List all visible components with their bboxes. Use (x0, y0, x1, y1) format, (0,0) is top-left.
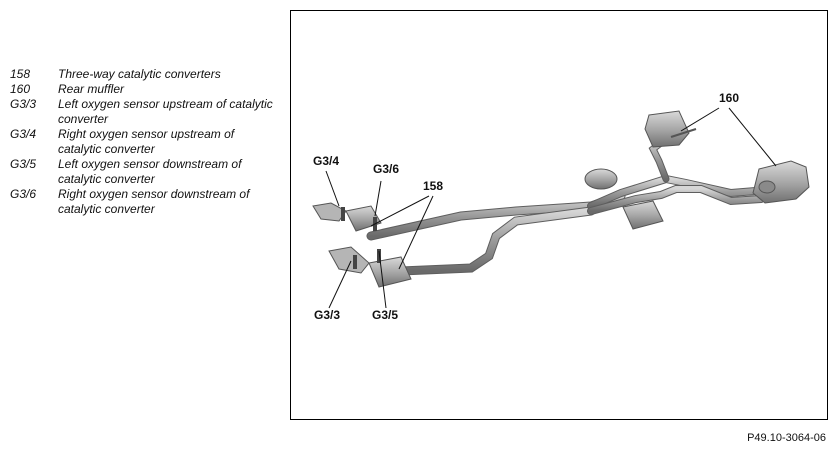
leader-lines (325, 107, 777, 309)
exhaust-system-drawing: G3/4 G3/6 158 160 G3/3 G3/5 (312, 91, 810, 322)
legend-item-160: 160 Rear muffler (10, 82, 280, 97)
legend-item-g3-4: G3/4 Right oxygen sensor upstream of cat… (10, 127, 280, 157)
oxygen-sensor-g3-5 (377, 249, 381, 263)
oxygen-sensor-g3-4 (341, 207, 345, 221)
legend-code: 158 (10, 67, 31, 81)
legend-item-g3-3: G3/3 Left oxygen sensor upstream of cata… (10, 97, 280, 127)
lower-exhaust-pipe (396, 206, 596, 276)
legend-text: Three-way catalytic converters (58, 67, 221, 81)
legend: 158 Three-way catalytic converters 160 R… (10, 67, 280, 217)
middle-silencer-upper (584, 168, 618, 190)
legend-text: Rear muffler (58, 82, 125, 96)
legend-code: G3/6 (10, 187, 37, 201)
catalytic-converter-upper (312, 202, 382, 232)
callout-g3-5: G3/5 (372, 308, 398, 322)
legend-code: G3/3 (10, 97, 37, 111)
legend-text: Left oxygen sensor downstream of catalyt… (58, 157, 242, 186)
legend-code: 160 (10, 82, 31, 96)
legend-text: Right oxygen sensor downstream of cataly… (58, 187, 250, 216)
legend-item-g3-6: G3/6 Right oxygen sensor downstream of c… (10, 187, 280, 217)
oxygen-sensor-g3-3 (353, 255, 357, 269)
figure-identifier: P49.10-3064-06 (747, 432, 826, 444)
legend-item-158: 158 Three-way catalytic converters (10, 67, 280, 82)
rear-exhaust-pipes (587, 135, 785, 215)
callout-g3-6: G3/6 (373, 162, 399, 176)
catalytic-converter-lower (328, 246, 412, 288)
exhaust-system-figure: G3/4 G3/6 158 160 G3/3 G3/5 (290, 10, 828, 420)
rear-muffler (752, 160, 810, 204)
callout-g3-3: G3/3 (314, 308, 340, 322)
legend-text: Left oxygen sensor upstream of catalytic… (58, 97, 273, 126)
callout-158: 158 (423, 179, 443, 193)
callout-160: 160 (719, 91, 739, 105)
front-silencer (644, 110, 697, 148)
middle-silencer-lower (622, 200, 664, 230)
callout-g3-4: G3/4 (313, 154, 339, 168)
legend-code: G3/5 (10, 157, 37, 171)
legend-item-g3-5: G3/5 Left oxygen sensor downstream of ca… (10, 157, 280, 187)
legend-text: Right oxygen sensor upstream of catalyti… (58, 127, 235, 156)
legend-code: G3/4 (10, 127, 37, 141)
